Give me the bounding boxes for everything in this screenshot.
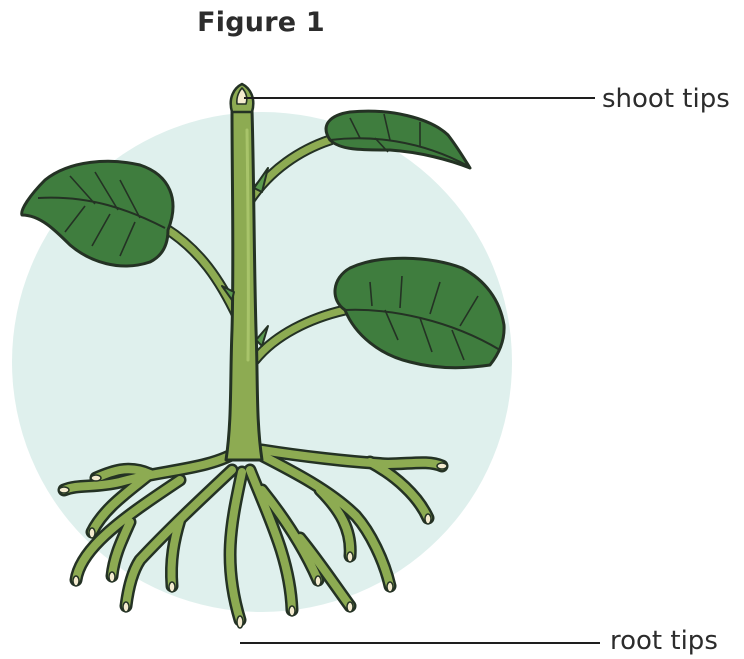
root-tips-label: root tips [610, 628, 718, 654]
shoot-tips-label: shoot tips [602, 86, 730, 112]
